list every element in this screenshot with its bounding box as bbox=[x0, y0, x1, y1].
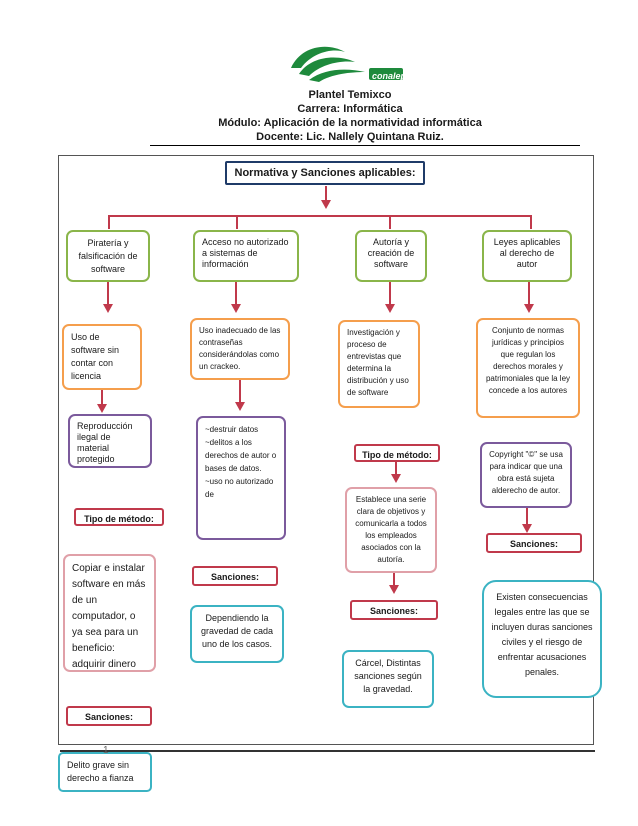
col2-title: Acceso no autorizado a sistemas de infor… bbox=[193, 230, 299, 282]
col1-method-label: Tipo de método: bbox=[74, 508, 164, 526]
footer-rule bbox=[60, 750, 595, 752]
connector-arrow bbox=[391, 474, 401, 483]
col4-copyright: Copyright "©" se usa para indicar que un… bbox=[480, 442, 572, 508]
connector-arrow bbox=[385, 304, 395, 313]
col1-sub: Reproducción ilegal de material protegid… bbox=[68, 414, 152, 468]
diagram-frame bbox=[58, 155, 594, 745]
header-rule bbox=[150, 145, 580, 146]
connector-arrow bbox=[389, 585, 399, 594]
col2-list-item: ~uso no autorizado de bbox=[205, 477, 274, 499]
col1-desc: Uso de software sin contar con licencia bbox=[62, 324, 142, 390]
connector bbox=[236, 215, 238, 229]
col3-method: Establece una serie clara de objetivos y… bbox=[345, 487, 437, 573]
col3-desc: Investigación y proceso de entrevistas q… bbox=[338, 320, 420, 408]
page-number: 1 bbox=[103, 745, 109, 756]
connector bbox=[526, 508, 528, 528]
col4-sanc: Existen consecuencias legales entre las … bbox=[482, 580, 602, 698]
connector bbox=[325, 186, 327, 200]
col3-sanc: Cárcel, Distintas sanciones según la gra… bbox=[342, 650, 434, 708]
col2-sanc-label: Sanciones: bbox=[192, 566, 278, 586]
col4-sanc-label: Sanciones: bbox=[486, 533, 582, 553]
header-module: Módulo: Aplicación de la normatividad in… bbox=[218, 117, 482, 129]
connector bbox=[239, 380, 241, 402]
conalep-logo-icon bbox=[291, 46, 403, 82]
connector-arrow bbox=[103, 304, 113, 313]
col1-method: Copiar e instalar software en más de un … bbox=[63, 554, 156, 672]
connector-arrow bbox=[231, 304, 241, 313]
col2-list: ~destruir datos ~delitos a los derechos … bbox=[196, 416, 286, 540]
connector bbox=[528, 282, 530, 304]
connector-arrow bbox=[235, 402, 245, 411]
header-career: Carrera: Informática bbox=[297, 103, 403, 115]
connector bbox=[395, 462, 397, 476]
header-teacher: Docente: Lic. Nallely Quintana Ruiz. bbox=[256, 131, 444, 143]
col4-title: Leyes aplicables al derecho de autor bbox=[482, 230, 572, 282]
connector bbox=[389, 215, 391, 229]
col1-sanc: Delito grave sin derecho a fianza bbox=[58, 752, 152, 792]
logo-text: conalep bbox=[372, 71, 407, 81]
connector bbox=[108, 215, 532, 217]
connector-arrow bbox=[524, 304, 534, 313]
col2-desc: Uso inadecuado de las contraseñas consid… bbox=[190, 318, 290, 380]
col2-sanc: Dependiendo la gravedad de cada uno de l… bbox=[190, 605, 284, 663]
connector-arrow bbox=[321, 200, 331, 209]
col1-sanc-label: Sanciones: bbox=[66, 706, 152, 726]
col3-method-label: Tipo de método: bbox=[354, 444, 440, 462]
root-node: Normativa y Sanciones aplicables: bbox=[225, 161, 425, 185]
connector-arrow bbox=[522, 524, 532, 533]
col4-desc: Conjunto de normas jurídicas y principio… bbox=[476, 318, 580, 418]
connector bbox=[108, 215, 110, 229]
connector-arrow bbox=[97, 404, 107, 413]
col1-title: Piratería y falsificación de software bbox=[66, 230, 150, 282]
col2-list-item: ~delitos a los derechos de autor o bases… bbox=[205, 438, 277, 473]
col2-list-item: ~destruir datos bbox=[205, 425, 259, 434]
col3-sanc-label: Sanciones: bbox=[350, 600, 438, 620]
header-campus: Plantel Temixco bbox=[308, 89, 392, 101]
connector bbox=[393, 573, 395, 587]
connector bbox=[235, 282, 237, 304]
connector bbox=[107, 282, 109, 304]
connector bbox=[389, 282, 391, 304]
connector bbox=[530, 215, 532, 229]
col3-title: Autoría y creación de software bbox=[355, 230, 427, 282]
connector bbox=[101, 390, 103, 404]
